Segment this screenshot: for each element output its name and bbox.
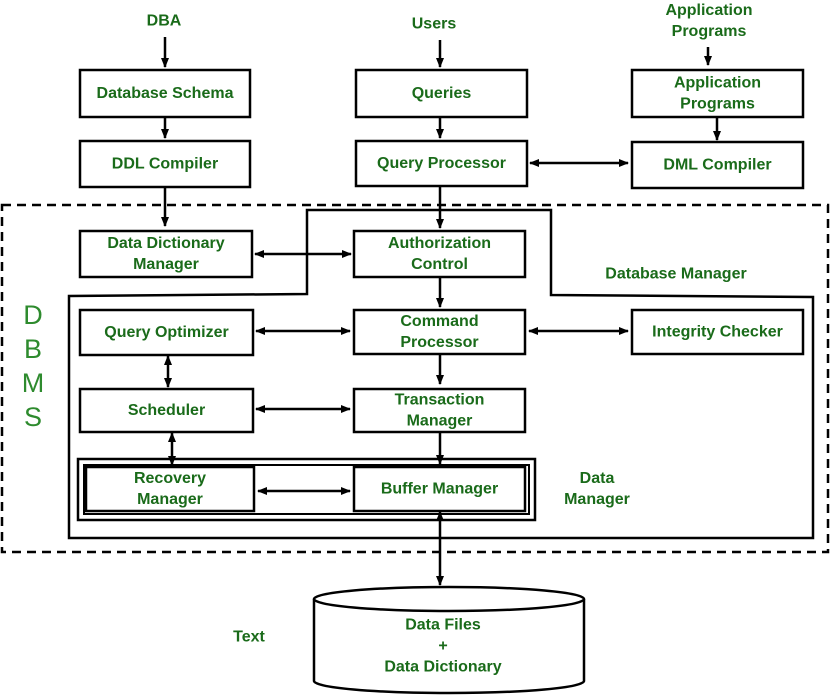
queries-box: Queries [354,68,529,119]
query-optimizer-label: Query Optimizer [104,324,228,341]
authorization-control-box-frame [352,229,527,279]
cylinder-top [312,585,586,613]
storage-label-line-1: Data Files [405,617,481,634]
query-processor-box-frame [354,139,529,188]
database-schema-label: Database Schema [97,85,234,102]
application-programs-label-line-2: Programs [680,96,755,113]
data-dictionary-manager-label-line-2: Manager [133,256,199,273]
ddl-compiler-box-frame [78,139,252,189]
cylinder-body [312,599,586,695]
data-manager-label-line-1: Data [580,470,615,487]
scheduler-label: Scheduler [128,402,205,419]
buffer-manager-box: Buffer Manager [352,465,527,513]
database-schema-box-frame [78,68,252,119]
scheduler-box-frame [78,387,255,434]
integrity-checker-box: Integrity Checker [630,308,805,356]
authorization-control-label-line-2: Control [411,256,468,273]
dml-compiler-label: DML Compiler [663,157,771,174]
ddl-compiler-label: DDL Compiler [112,156,218,173]
query-processor-label: Query Processor [377,155,506,172]
text-label: Text [233,629,265,646]
recovery-manager-box-frame [84,465,256,513]
query-optimizer-box: Query Optimizer [78,308,255,357]
command-processor-label-line-2: Processor [400,334,478,351]
data-dictionary-manager-box-frame [78,229,254,279]
command-processor-box-frame [352,308,527,356]
application-programs-box-frame [630,68,805,119]
dml-compiler-box: DML Compiler [630,140,805,190]
transaction-manager-label-line-2: Manager [407,413,473,430]
application-programs-input-label-line-1: Application [665,2,752,19]
storage-label-line-3: Data Dictionary [384,659,501,676]
data-files-storage-cylinder: Data Files + Data Dictionary [312,585,586,695]
command-processor-label-line-1: Command [400,313,478,330]
dbms-boundary [0,203,830,554]
dbms-letter-s: S [24,402,42,432]
integrity-checker-box-frame [630,308,805,356]
data-manager-label-line-2: Manager [564,491,630,508]
transaction-manager-box-frame [352,387,527,434]
dml-compiler-box-frame [630,140,805,190]
application-programs-label-line-1: Application [674,75,761,92]
dbms-letter-m: M [22,368,45,398]
application-programs-input-label-line-2: Programs [672,23,747,40]
ddl-compiler-box: DDL Compiler [78,139,252,189]
recovery-manager-label-line-2: Manager [137,491,203,508]
scheduler-box: Scheduler [78,387,255,434]
database-manager-label: Database Manager [605,266,746,283]
buffer-manager-label: Buffer Manager [381,481,498,498]
database-manager-boundary [67,208,815,540]
query-processor-box: Query Processor [354,139,529,188]
data-dictionary-manager-label-line-1: Data Dictionary [107,235,224,252]
query-optimizer-box-frame [78,308,255,357]
dba-label: DBA [147,13,182,30]
buffer-manager-box-frame [352,465,527,513]
authorization-control-label-line-1: Authorization [388,235,491,252]
queries-box-frame [354,68,529,119]
database-schema-box: Database Schema [78,68,252,119]
connectors [161,37,721,586]
storage-label-line-2: + [438,638,447,655]
data-manager-inner-boundary [83,464,530,515]
dbms-letter-b: B [24,334,42,364]
recovery-manager-label-line-1: Recovery [134,470,206,487]
integrity-checker-label: Integrity Checker [652,324,783,341]
queries-label: Queries [412,85,472,102]
data-manager-outer-boundary [76,457,537,522]
users-label: Users [412,16,457,33]
dbms-letter-d: D [23,300,43,330]
transaction-manager-label-line-1: Transaction [395,392,485,409]
